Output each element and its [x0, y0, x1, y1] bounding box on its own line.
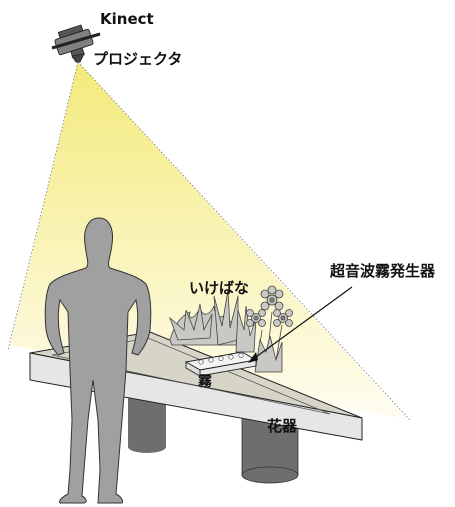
- beam-edge-left: [7, 61, 79, 351]
- person-silhouette: [44, 217, 152, 504]
- vessel-label: 花器: [267, 417, 298, 435]
- kinect-label: Kinect: [100, 10, 154, 28]
- ultrasonic-fog-generator-label: 超音波霧発生器: [329, 262, 436, 280]
- generator-leader-line: [251, 286, 353, 361]
- projector-lens: [71, 53, 85, 63]
- flower-2: [246, 309, 266, 327]
- ikebana-arrangement: [169, 285, 293, 373]
- generator-leader-arrowhead: [248, 352, 258, 363]
- fog-label: 霧: [198, 374, 213, 390]
- beam-edge-right: [77, 61, 411, 421]
- flower-3: [273, 309, 293, 327]
- device-mount-bar: [51, 32, 101, 50]
- ikebana-label: いけばな: [189, 279, 249, 297]
- ultrasonic-fog-generator: [184, 351, 258, 377]
- flower-1: [260, 285, 284, 311]
- projector-label: プロジェクタ: [93, 50, 182, 68]
